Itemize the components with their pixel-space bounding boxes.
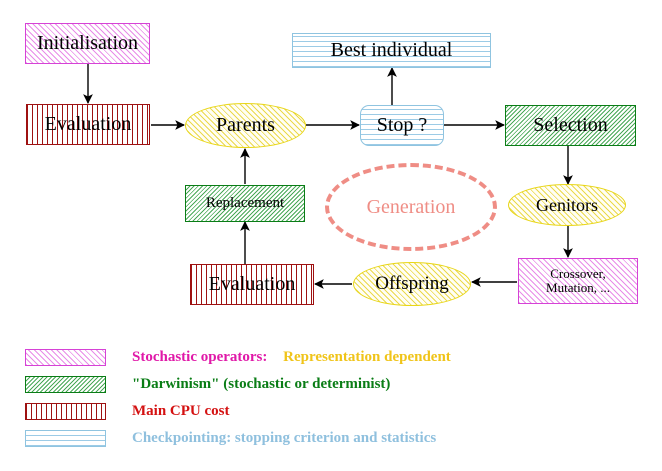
node-initialisation-label: Initialisation — [36, 32, 139, 54]
node-genitors-label: Genitors — [536, 194, 598, 215]
node-evaluation-bottom-label: Evaluation — [208, 273, 296, 295]
legend-swatch-blue-horizontal-hatch — [25, 430, 106, 447]
node-initialisation[interactable]: Initialisation — [25, 23, 150, 64]
node-crossover-mutation-label-line2: Mutation, ... — [546, 280, 610, 295]
legend-swatch-magenta-diagonal-hatch — [25, 349, 106, 366]
node-selection-label: Selection — [533, 114, 608, 136]
node-stop-label: Stop ? — [376, 114, 428, 136]
legend-row-checkpointing: Checkpointing: stopping criterion and st… — [25, 425, 645, 452]
legend-swatch-green-diagonal-hatch — [25, 376, 106, 393]
node-crossover-mutation-label-line1: Crossover, — [550, 266, 606, 282]
node-genitors[interactable]: Genitors — [508, 184, 626, 226]
legend-text-darwinism-primary: "Darwinism" (stochastic or determinist) — [132, 376, 391, 392]
node-selection[interactable]: Selection — [505, 105, 636, 146]
node-evaluation-top-label: Evaluation — [44, 113, 132, 135]
legend-row-main-cpu-cost: Main CPU cost — [25, 398, 645, 425]
node-best-individual[interactable]: Best individual — [292, 33, 491, 68]
node-evaluation-bottom[interactable]: Evaluation — [190, 264, 314, 305]
node-replacement-label: Replacement — [205, 194, 285, 211]
legend-text-stochastic-operators-secondary: Representation dependent — [283, 349, 451, 365]
node-best-individual-label: Best individual — [330, 39, 453, 61]
node-offspring[interactable]: Offspring — [353, 262, 471, 306]
node-parents[interactable]: Parents — [185, 103, 306, 148]
legend-text-stochastic-operators-primary: Stochastic operators: — [132, 349, 268, 365]
legend-text-checkpointing: Checkpointing: stopping criterion and st… — [132, 430, 436, 447]
legend-row-stochastic-operators: Stochastic operators: Representation dep… — [25, 344, 645, 371]
node-crossover-mutation[interactable]: Crossover, Mutation, ... — [518, 258, 638, 304]
node-offspring-label: Offspring — [375, 273, 449, 295]
node-generation-label: Generation — [366, 195, 456, 218]
legend-text-checkpointing-primary: Checkpointing: stopping criterion and st… — [132, 430, 437, 446]
legend-text-stochastic-operators: Stochastic operators: Representation dep… — [132, 349, 451, 366]
legend-row-darwinism: "Darwinism" (stochastic or determinist) — [25, 371, 645, 398]
legend-text-main-cpu-cost-primary: Main CPU cost — [132, 403, 230, 419]
node-parents-label: Parents — [216, 114, 275, 136]
legend: Stochastic operators: Representation dep… — [25, 344, 645, 452]
legend-text-main-cpu-cost: Main CPU cost — [132, 403, 230, 420]
legend-swatch-red-vertical-hatch — [25, 403, 106, 420]
node-generation-grouping: Generation — [325, 163, 497, 251]
node-replacement[interactable]: Replacement — [185, 185, 305, 222]
legend-text-darwinism: "Darwinism" (stochastic or determinist) — [132, 376, 390, 393]
node-evaluation-top[interactable]: Evaluation — [26, 104, 150, 145]
node-stop[interactable]: Stop ? — [360, 105, 444, 146]
